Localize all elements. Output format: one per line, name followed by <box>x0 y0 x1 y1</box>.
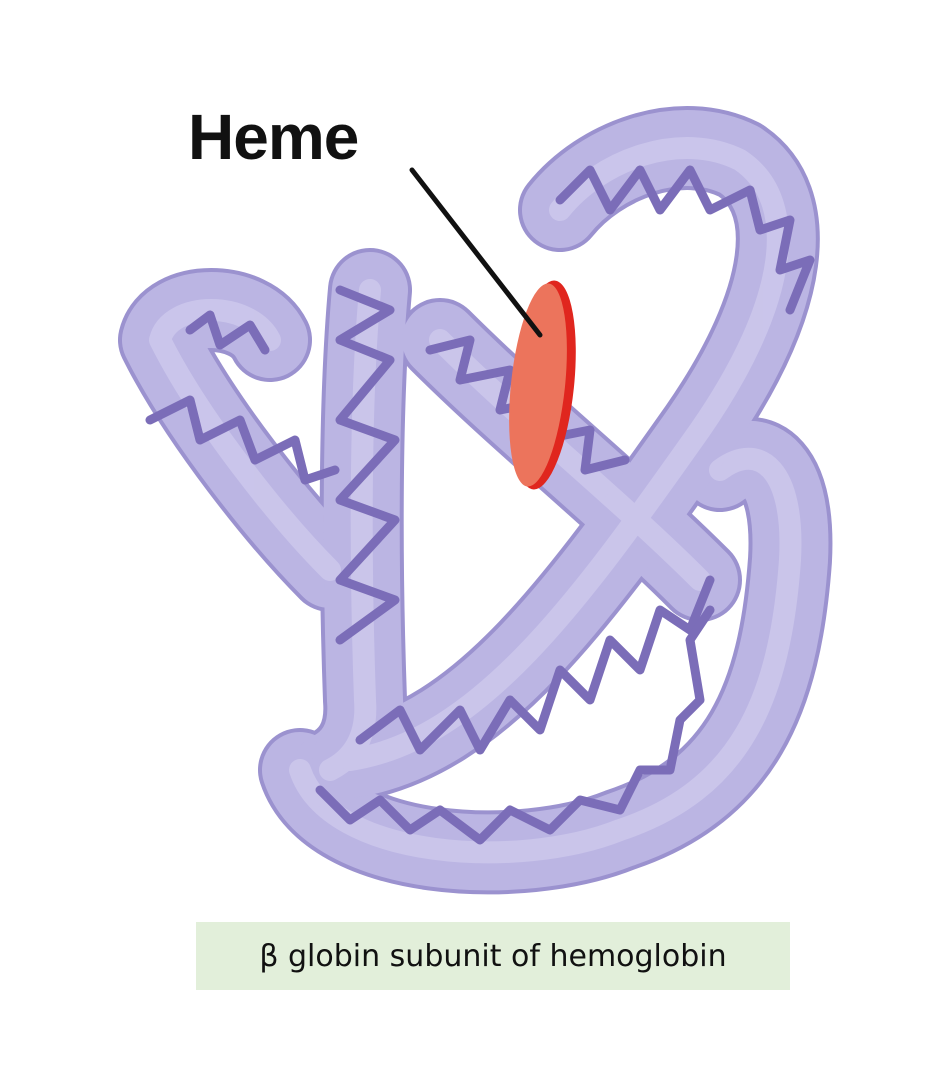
heme-label: Heme <box>188 101 359 173</box>
caption-text: β globin subunit of hemoglobin <box>259 938 727 974</box>
caption-box: β globin subunit of hemoglobin <box>196 922 790 990</box>
heme-pointer-line <box>409 167 543 338</box>
alpha-helix-coils <box>145 165 815 845</box>
heme-group <box>509 280 576 490</box>
